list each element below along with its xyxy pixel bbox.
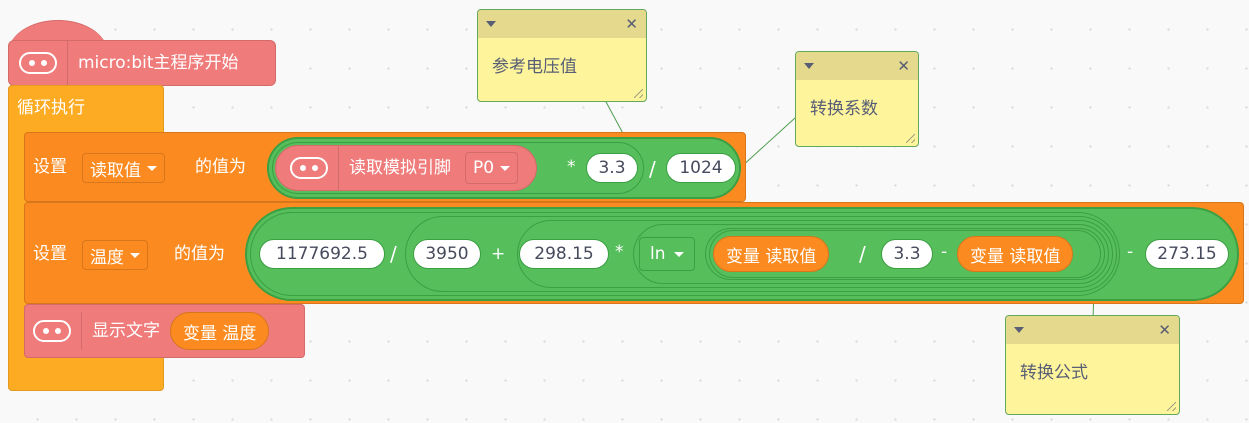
collapse-caret-icon[interactable] <box>804 63 814 69</box>
multiply-operator: * <box>615 242 624 262</box>
loop-label: 循环执行 <box>17 98 85 118</box>
comment-header[interactable]: ✕ <box>478 10 646 38</box>
divide-operator: / <box>649 157 656 181</box>
comment-header[interactable]: ✕ <box>796 52 918 80</box>
number-input-298.15[interactable]: 298.15 <box>519 239 609 269</box>
comment-text[interactable]: 参考电压值 <box>492 57 577 77</box>
number-value: 1177692.5 <box>276 244 368 264</box>
comment-note-3[interactable]: ✕ 转换公式 <box>1005 315 1180 415</box>
variable-dropdown-2[interactable]: 温度 <box>82 240 148 270</box>
separator <box>67 41 68 85</box>
resize-handle-icon[interactable] <box>634 89 643 98</box>
collapse-caret-icon[interactable] <box>1014 327 1024 333</box>
divide-block-outer[interactable] <box>250 212 1120 296</box>
add-block[interactable] <box>405 216 1117 292</box>
number-value: 3.3 <box>893 244 921 264</box>
comment-note-1[interactable]: ✕ 参考电压值 <box>477 9 647 102</box>
comment-text[interactable]: 转换系数 <box>810 99 878 119</box>
number-input-1177692.5[interactable]: 1177692.5 <box>259 239 385 269</box>
subtract-block-outer[interactable]: 1177692.5 / 3950 + 298.15 * ln 变量 读取值 / … <box>245 207 1239 301</box>
connector-line-2 <box>739 117 796 169</box>
variable-name: 读取值 <box>90 160 141 181</box>
resize-handle-icon[interactable] <box>1167 402 1176 411</box>
chevron-down-icon <box>147 165 157 171</box>
pin-dropdown[interactable]: P0 <box>465 152 519 184</box>
divide-block[interactable]: 读取模拟引脚 P0 * 3.3 / 1024 <box>267 137 741 199</box>
divide-block-inner[interactable] <box>709 230 1101 278</box>
number-value: 3950 <box>425 244 469 264</box>
variable-label: 变量 读取值 <box>726 246 817 267</box>
set-variable-block-2[interactable]: 设置 温度 的值为 1177692.5 / 3950 + 298.15 * ln… <box>24 202 1244 304</box>
read-analog-pin-label: 读取模拟引脚 <box>349 157 451 178</box>
resize-handle-icon[interactable] <box>906 134 915 143</box>
set-suffix: 的值为 <box>195 157 246 177</box>
number-input-3950[interactable]: 3950 <box>413 239 481 269</box>
hat-block-microbit-start[interactable]: micro:bit主程序开始 <box>8 40 276 86</box>
set-prefix: 设置 <box>33 244 67 264</box>
math-function-dropdown[interactable]: ln <box>639 237 695 271</box>
separator <box>81 312 82 350</box>
read-analog-pin-block[interactable]: 读取模拟引脚 P0 <box>275 145 537 191</box>
number-value: 273.15 <box>1157 244 1217 264</box>
close-icon[interactable]: ✕ <box>897 56 910 75</box>
comment-note-2[interactable]: ✕ 转换系数 <box>795 51 919 147</box>
add-operator: + <box>491 244 506 264</box>
subtract-operator: - <box>941 242 948 262</box>
comment-header[interactable]: ✕ <box>1006 316 1179 344</box>
number-value: 3.3 <box>598 158 626 178</box>
microbit-icon <box>19 52 57 74</box>
number-value: 298.15 <box>534 244 594 264</box>
variable-name: 温度 <box>90 247 124 268</box>
number-input-3.3[interactable]: 3.3 <box>586 153 638 183</box>
microbit-icon <box>290 157 328 179</box>
variable-reporter-read-value[interactable]: 变量 读取值 <box>713 236 830 272</box>
hat-block-label: micro:bit主程序开始 <box>78 52 239 73</box>
show-string-block[interactable]: 显示文字 变量 温度 <box>24 304 305 358</box>
close-icon[interactable]: ✕ <box>1158 320 1171 339</box>
variable-dropdown-1[interactable]: 读取值 <box>82 153 165 183</box>
separator <box>338 146 339 190</box>
ln-block[interactable] <box>633 224 1109 284</box>
divide-operator: / <box>859 242 866 266</box>
number-input-3.3[interactable]: 3.3 <box>881 239 933 269</box>
pin-value: P0 <box>473 158 495 178</box>
close-icon[interactable]: ✕ <box>625 14 638 33</box>
comment-text[interactable]: 转换公式 <box>1020 363 1088 383</box>
subtract-operator-2: - <box>1127 242 1134 262</box>
number-value: 1024 <box>679 158 723 178</box>
chevron-down-icon <box>130 252 140 258</box>
collapse-caret-icon[interactable] <box>486 21 496 27</box>
chevron-down-icon <box>500 165 511 171</box>
multiply-block[interactable] <box>517 220 1113 288</box>
variable-label: 变量 读取值 <box>970 246 1061 267</box>
microbit-icon <box>33 320 71 342</box>
set-variable-block-1[interactable]: 设置 读取值 的值为 读取模拟引脚 P0 * 3.3 / 1024 <box>24 132 746 202</box>
chevron-down-icon <box>673 251 684 257</box>
function-name: ln <box>650 244 666 264</box>
show-string-label: 显示文字 <box>92 320 160 341</box>
number-input-273.15[interactable]: 273.15 <box>1145 239 1229 269</box>
set-prefix: 设置 <box>33 157 67 177</box>
variable-reporter-temperature[interactable]: 变量 温度 <box>170 312 270 350</box>
multiply-operator: * <box>567 157 576 177</box>
subtract-block-inner[interactable] <box>705 228 1105 280</box>
set-suffix: 的值为 <box>174 244 225 264</box>
variable-label: 变量 温度 <box>183 323 257 344</box>
number-input-1024[interactable]: 1024 <box>666 153 736 183</box>
variable-reporter-read-value-2[interactable]: 变量 读取值 <box>957 236 1074 272</box>
multiply-block[interactable] <box>272 142 644 194</box>
divide-operator: / <box>390 242 397 266</box>
